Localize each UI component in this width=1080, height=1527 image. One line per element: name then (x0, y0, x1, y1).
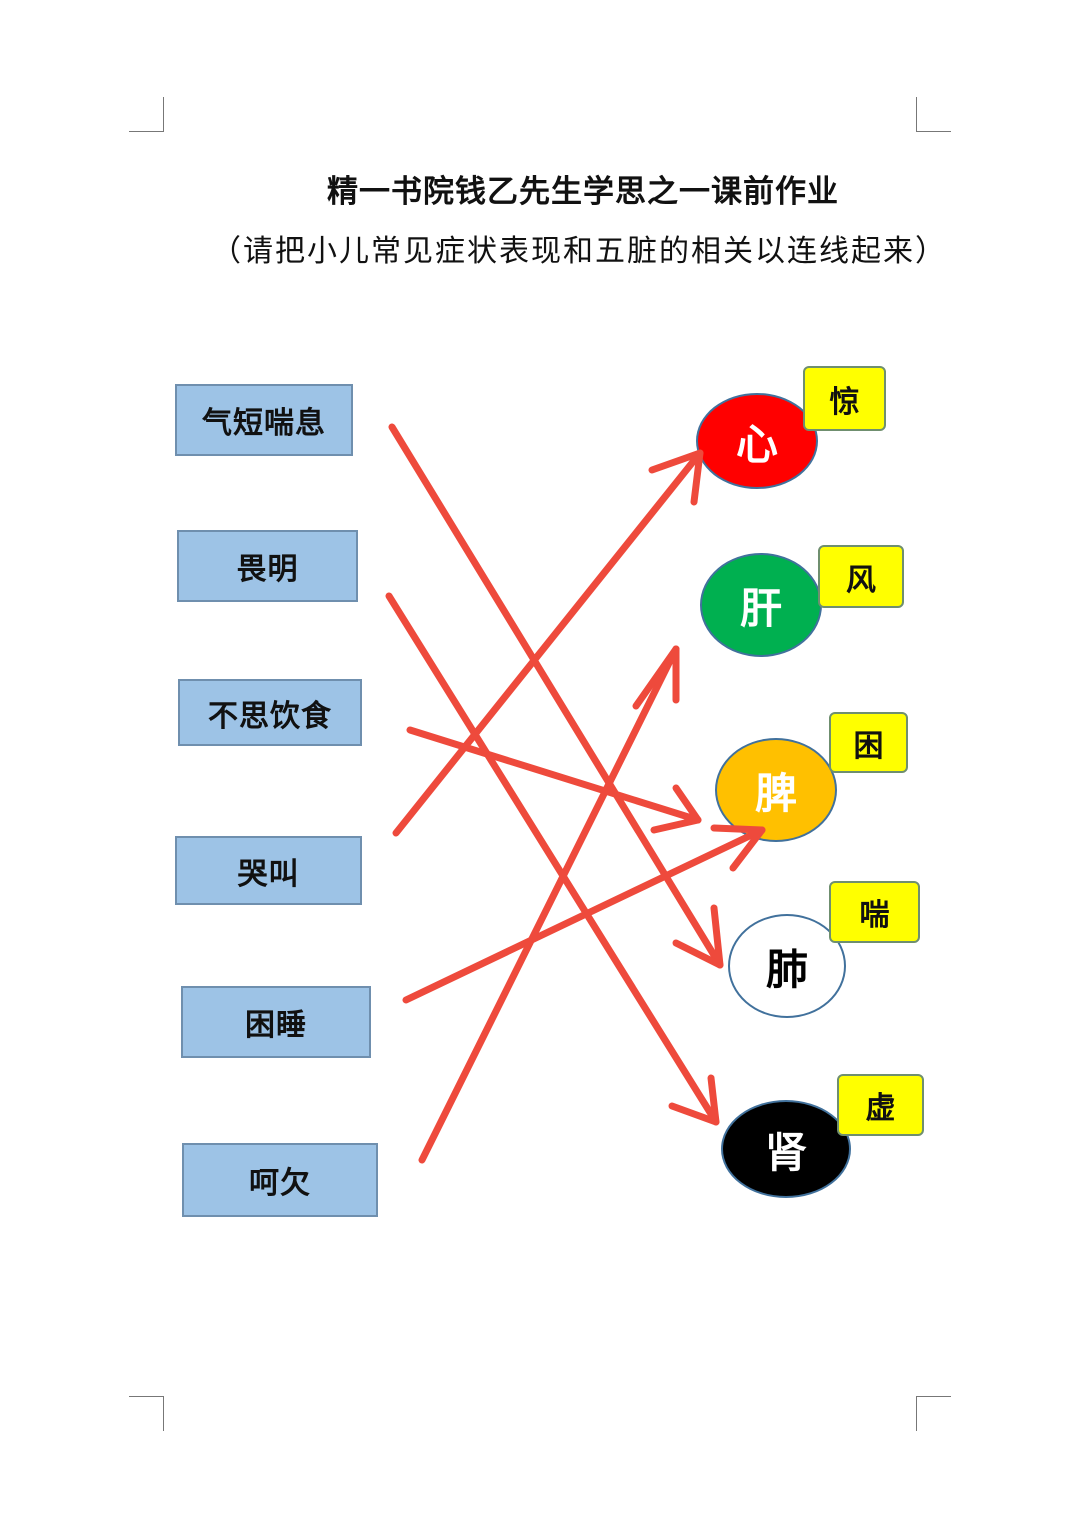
arrow-photophobia-to-kidney (385, 592, 720, 1126)
arrow-yawning-to-liver (418, 645, 680, 1164)
symptom-box-shortness-of-breath: 气短喘息 (175, 384, 353, 456)
arrow-drowsiness-to-spleen (402, 824, 766, 1004)
symptom-box-photophobia: 畏明 (177, 530, 358, 602)
tag-liver-wind: 风 (818, 545, 904, 608)
arrow-shortness-of-breath-to-lung (388, 423, 724, 969)
page-title: 精一书院钱乙先生学思之一课前作业 (327, 174, 839, 210)
instruction-text: （请把小儿常见症状表现和五脏的相关以连线起来） (211, 234, 947, 269)
organ-kidney: 肾 (721, 1100, 851, 1198)
symptom-box-drowsiness: 困睡 (181, 986, 371, 1058)
symptom-box-yawning: 呵欠 (182, 1143, 378, 1217)
crop-mark-top-right (916, 97, 951, 132)
organ-spleen: 脾 (715, 738, 837, 842)
tag-kidney-deficiency: 虚 (837, 1074, 924, 1136)
organ-liver: 肝 (700, 553, 822, 657)
symptom-box-crying: 哭叫 (175, 836, 362, 905)
symptom-box-poor-appetite: 不思饮食 (178, 679, 362, 746)
arrow-crying-to-heart (392, 449, 704, 837)
tag-lung-pant: 喘 (829, 881, 920, 943)
organ-heart: 心 (696, 393, 818, 489)
tag-spleen-sleepy: 困 (829, 712, 908, 773)
tag-heart-fright: 惊 (803, 366, 886, 431)
crop-mark-bottom-left (129, 1396, 164, 1431)
arrow-poor-appetite-to-spleen (406, 726, 702, 834)
crop-mark-bottom-right (916, 1396, 951, 1431)
crop-mark-top-left (129, 97, 164, 132)
